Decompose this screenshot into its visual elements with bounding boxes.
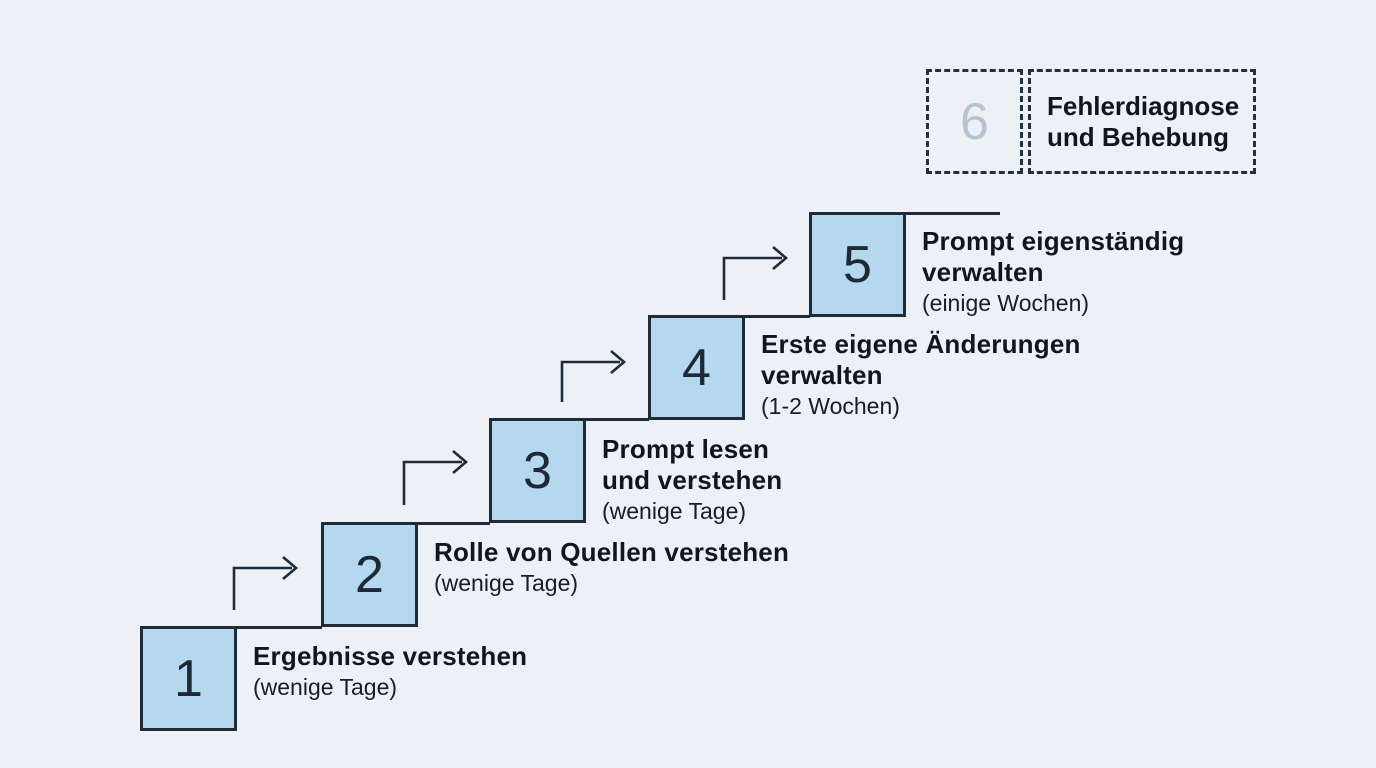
step-box-2: 2 xyxy=(321,522,418,627)
step-box-3: 3 xyxy=(489,418,586,523)
step-text-3: Prompt lesen und verstehen (wenige Tage) xyxy=(602,434,802,526)
step-label-2: Rolle von Quellen verstehen xyxy=(434,537,790,567)
step-duration-3: (wenige Tage) xyxy=(602,498,747,524)
arrow-icon-3-4 xyxy=(560,350,627,402)
future-step-label: Fehlerdiagnose und Behebung xyxy=(1047,90,1240,152)
step-duration-2: (wenige Tage) xyxy=(434,570,579,596)
step-box-1: 1 xyxy=(140,626,237,731)
step-label-5: Prompt eigenständig verwalten xyxy=(922,226,1185,287)
step-duration-4: (1-2 Wochen) xyxy=(761,393,900,419)
step-number-4: 4 xyxy=(682,338,711,397)
arrow-icon-2-3 xyxy=(402,450,469,505)
arrow-icon-1-2 xyxy=(232,556,299,610)
step-duration-5: (einige Wochen) xyxy=(922,290,1090,316)
arrow-icon-4-5 xyxy=(722,246,789,300)
future-step-box: 6 xyxy=(926,69,1023,174)
step-text-4: Erste eigene Änderungen verwalten (1-2 W… xyxy=(761,329,1101,421)
step-box-4: 4 xyxy=(648,315,745,420)
step-label-1: Ergebnisse verstehen xyxy=(253,641,528,671)
step-number-1: 1 xyxy=(174,649,203,708)
step-number-2: 2 xyxy=(355,545,384,604)
future-step-text-box: Fehlerdiagnose und Behebung xyxy=(1028,69,1256,174)
step-number-3: 3 xyxy=(523,441,552,500)
step-text-2: Rolle von Quellen verstehen (wenige Tage… xyxy=(434,537,834,598)
step-box-5: 5 xyxy=(809,212,906,317)
step-label-3: Prompt lesen und verstehen xyxy=(602,434,783,495)
step-text-5: Prompt eigenständig verwalten (einige Wo… xyxy=(922,226,1212,318)
step-duration-1: (wenige Tage) xyxy=(253,674,398,700)
step-text-1: Ergebnisse verstehen (wenige Tage) xyxy=(253,641,563,702)
step-number-5: 5 xyxy=(843,235,872,294)
step-label-4: Erste eigene Änderungen verwalten xyxy=(761,329,1081,390)
future-step-number: 6 xyxy=(960,92,989,151)
